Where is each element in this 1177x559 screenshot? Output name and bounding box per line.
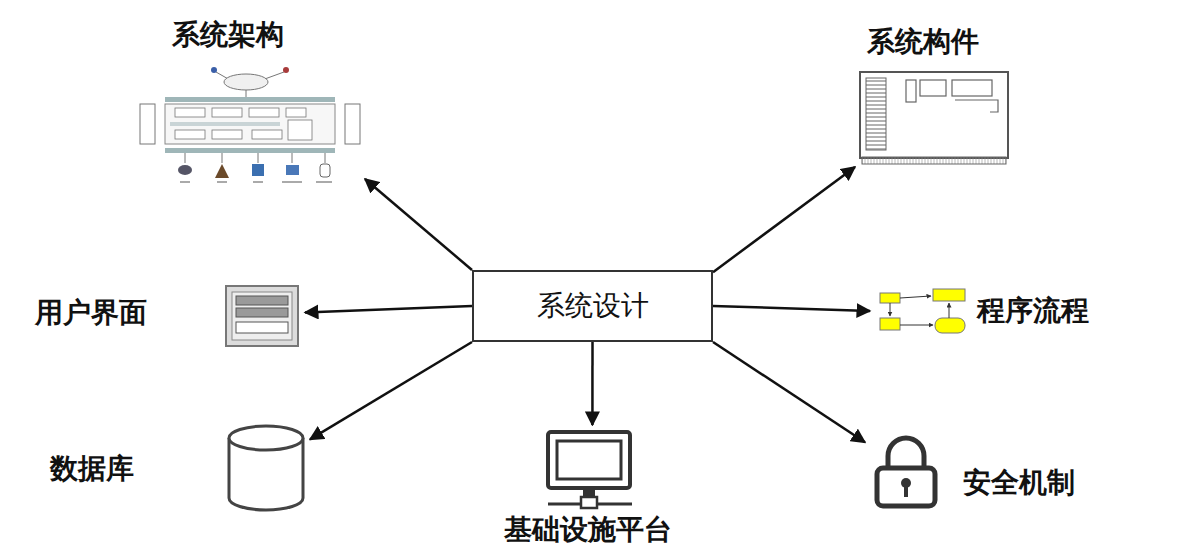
icon-node: 用户界面: [30, 280, 305, 352]
icon-node: 系统构件: [855, 25, 1015, 167]
arrow-connector: [365, 179, 472, 270]
icon-node: 系统架构: [130, 18, 365, 193]
arrow-connector: [713, 167, 855, 272]
arrow-connector: [713, 306, 870, 311]
database-icon: [229, 426, 303, 510]
window-icon: [226, 286, 298, 346]
process-box: 系统设计: [472, 270, 713, 342]
arrow-connector: [713, 342, 865, 442]
box-title: 系统设计: [537, 287, 649, 325]
node-label: 用户界面: [35, 296, 147, 330]
node-label: 系统构件: [867, 25, 979, 59]
node-label: 数据库: [50, 452, 134, 486]
lock-icon: [877, 438, 935, 506]
computer-icon: [548, 432, 632, 508]
node-label: 安全机制: [963, 466, 1075, 500]
icon-node: 安全机制: [865, 430, 1110, 512]
architecture-icon: [140, 67, 360, 183]
arrow-connector: [305, 306, 472, 312]
icon-node: 程序流程: [870, 283, 1120, 339]
component-icon: [860, 72, 1008, 164]
node-label: 程序流程: [977, 294, 1089, 328]
node-label: 基础设施平台: [504, 513, 672, 547]
arrow-connector: [310, 342, 472, 439]
icon-node: 数据库: [45, 420, 310, 517]
flowchart-icon: [880, 289, 965, 333]
icon-node: 基础设施平台: [465, 425, 710, 555]
node-label: 系统架构: [172, 18, 284, 52]
arrow-connector: [591, 342, 594, 425]
